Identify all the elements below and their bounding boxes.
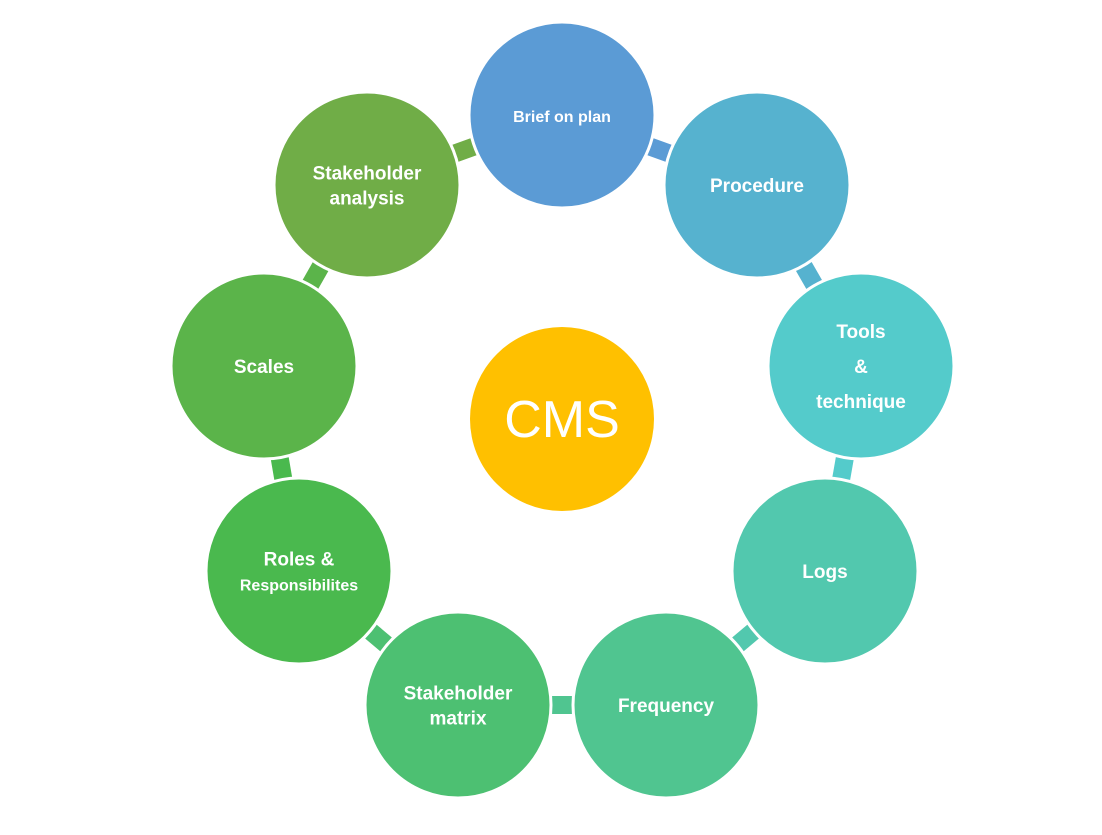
node-label: & [854,357,868,378]
node-logs: Logs [730,476,920,666]
node-circle [363,610,553,800]
node-scales: Scales [169,271,359,461]
node-label: Frequency [618,696,715,717]
center-label: CMS [504,391,620,449]
node-circle [662,90,852,280]
node-brief-on-plan: Brief on plan [467,20,657,210]
node-label: Brief on plan [513,109,611,126]
node-circle [169,271,359,461]
node-tools-technique: Tools & technique [766,271,956,461]
connector [548,696,576,714]
center-node: CMS [470,327,654,511]
node-label: analysis [330,189,405,210]
connector [270,453,293,484]
node-label: Stakeholder [313,164,422,185]
center-circle [470,327,654,511]
connector [831,453,855,484]
node-procedure: Procedure [662,90,852,280]
node-label: Roles & [264,550,335,571]
node-circle [272,90,462,280]
node-circle [766,271,956,461]
node-label: Responsibilites [240,578,358,595]
node-circle [571,610,761,800]
node-label: Stakeholder [404,684,513,705]
node-roles-responsibilities: Roles & Responsibilites [204,476,394,666]
node-label: Scales [234,357,294,378]
node-label: Tools [836,322,885,343]
node-circle [204,476,394,666]
node-stakeholder-matrix: Stakeholder matrix [363,610,553,800]
node-circle [730,476,920,666]
node-label: technique [816,392,906,413]
node-label: Procedure [710,176,804,197]
node-frequency: Frequency [571,610,761,800]
node-label: Logs [802,562,847,583]
node-label: matrix [429,709,486,730]
node-circle [467,20,657,210]
node-stakeholder-analysis: Stakeholder analysis [272,90,462,280]
